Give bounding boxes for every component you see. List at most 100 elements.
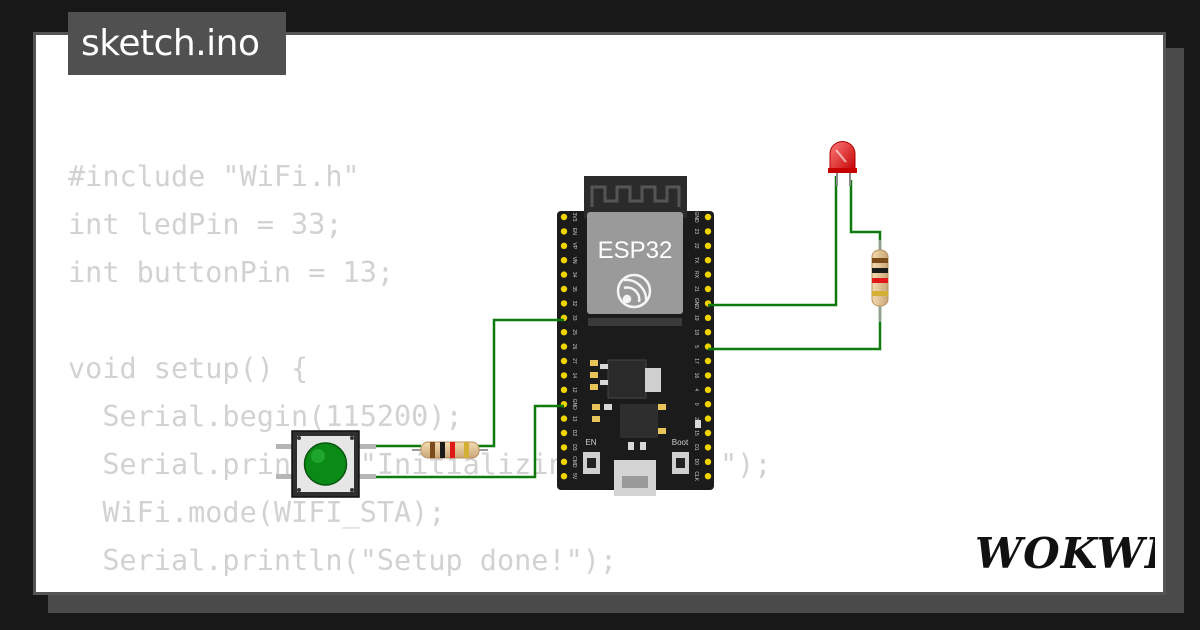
pin-label: 21 xyxy=(693,286,699,292)
resistor-horizontal[interactable] xyxy=(412,441,488,459)
header-pin[interactable] xyxy=(704,228,712,235)
wire-pin33 xyxy=(477,318,564,448)
pin-label: 34 xyxy=(571,272,577,278)
header-pin[interactable] xyxy=(704,213,712,221)
pin-label: 23 xyxy=(693,229,699,235)
pin-label: GND xyxy=(693,298,699,310)
header-pin[interactable] xyxy=(704,242,712,249)
pin-label: 0 xyxy=(693,403,699,406)
module-castellation xyxy=(588,318,682,326)
wires xyxy=(374,176,882,479)
pin-label: 15 xyxy=(693,430,699,436)
header-pin[interactable] xyxy=(704,429,712,437)
wire-pin13 xyxy=(374,404,564,479)
led[interactable] xyxy=(828,141,857,187)
file-tab[interactable]: sketch.ino xyxy=(68,12,286,75)
button-cap xyxy=(303,442,348,486)
header-pin[interactable] xyxy=(704,357,712,365)
header-pin[interactable] xyxy=(560,444,568,451)
code-line: Serial.println("Setup done!"); xyxy=(68,544,618,577)
wire-res-top xyxy=(849,180,882,260)
header-pin[interactable] xyxy=(704,473,712,480)
pin-label: GND xyxy=(571,399,577,411)
antenna-trace-icon xyxy=(590,185,681,207)
header-pin[interactable] xyxy=(560,329,568,336)
header-pin[interactable] xyxy=(560,228,568,235)
pin-label: 22 xyxy=(693,243,699,249)
header-pin[interactable] xyxy=(560,372,568,379)
header-pin[interactable] xyxy=(560,285,568,293)
header-pin[interactable] xyxy=(704,314,712,321)
header-pin[interactable] xyxy=(560,415,568,422)
pushbutton[interactable] xyxy=(276,430,376,498)
pin-label: GND xyxy=(693,211,699,223)
header-pin[interactable] xyxy=(704,415,712,422)
code-line: int ledPin = 33; xyxy=(68,208,343,241)
header-pin[interactable] xyxy=(704,271,712,278)
pin-label: 13 xyxy=(571,416,577,422)
antenna-area xyxy=(584,176,687,218)
espressif-logo-icon xyxy=(616,273,652,309)
pin-label: D2 xyxy=(571,430,577,437)
resistor-vertical[interactable] xyxy=(871,240,889,322)
code-line: int buttonPin = 13; xyxy=(68,256,395,289)
header-pin[interactable] xyxy=(560,473,568,480)
code-line: WiFi.mode(WIFI_STA); xyxy=(68,496,446,529)
pin-label: VP xyxy=(571,242,577,249)
header-pin[interactable] xyxy=(704,401,712,408)
pin-label: EN xyxy=(571,228,577,235)
chip-label: ESP32 xyxy=(598,237,673,264)
pin-label: 18 xyxy=(693,329,699,335)
pin-label: D3 xyxy=(571,444,577,451)
header-pin[interactable] xyxy=(560,213,568,221)
pin-label: 16 xyxy=(693,373,699,379)
pin-label: 25 xyxy=(571,329,577,335)
wire-led-anode xyxy=(708,176,838,307)
pin-label: TX xyxy=(693,257,699,264)
header-pin[interactable] xyxy=(560,458,568,465)
wokwi-logo-text: WOKWI xyxy=(975,529,1155,578)
usb-uart-chip xyxy=(620,404,658,438)
code-line: #include "WiFi.h" xyxy=(68,160,360,193)
header-pin[interactable] xyxy=(704,386,712,393)
header-pin[interactable] xyxy=(560,271,568,278)
regulator xyxy=(607,359,647,399)
header-pin[interactable] xyxy=(704,372,712,379)
header-pin[interactable] xyxy=(704,444,712,451)
pin-label: 5V xyxy=(571,473,577,480)
pin-label: 19 xyxy=(693,315,699,321)
pin-label: CLK xyxy=(693,471,699,481)
pin-label: 14 xyxy=(571,373,577,379)
pin-label: 17 xyxy=(693,358,699,364)
pin-label: D1 xyxy=(693,444,699,451)
header-pin[interactable] xyxy=(704,329,712,336)
pin-label: CMD xyxy=(571,456,577,468)
pin-label: 12 xyxy=(571,387,577,393)
header-pin[interactable] xyxy=(560,429,568,437)
chip-shield xyxy=(587,212,683,314)
left-pin-header: 3V3ENVPVN343532332526271412GND13D2D3CMD5… xyxy=(560,213,577,480)
code-line: void setup() { xyxy=(68,352,309,385)
pin-label: 4 xyxy=(693,388,699,391)
pin-label: 3V3 xyxy=(571,213,577,222)
esp32-board[interactable]: ESP32 EN Boot xyxy=(557,176,714,496)
pin-label: VN xyxy=(571,257,577,264)
header-pin[interactable] xyxy=(704,458,712,465)
pin-label: 32 xyxy=(571,301,577,307)
boot-label: Boot xyxy=(672,438,689,447)
pin-label: RX xyxy=(693,271,699,279)
header-pin[interactable] xyxy=(704,257,712,264)
header-pin[interactable] xyxy=(560,357,568,365)
header-pin[interactable] xyxy=(560,300,568,307)
pin-label: 2 xyxy=(693,417,699,420)
header-pin[interactable] xyxy=(560,343,568,350)
pin-label: 27 xyxy=(571,358,577,364)
header-pin[interactable] xyxy=(560,242,568,249)
header-pin[interactable] xyxy=(560,257,568,264)
header-pin[interactable] xyxy=(560,386,568,393)
wokwi-logo: WOKWI xyxy=(975,529,1155,578)
pin-label: 33 xyxy=(571,315,577,321)
header-pin[interactable] xyxy=(704,285,712,293)
en-label: EN xyxy=(585,438,596,447)
